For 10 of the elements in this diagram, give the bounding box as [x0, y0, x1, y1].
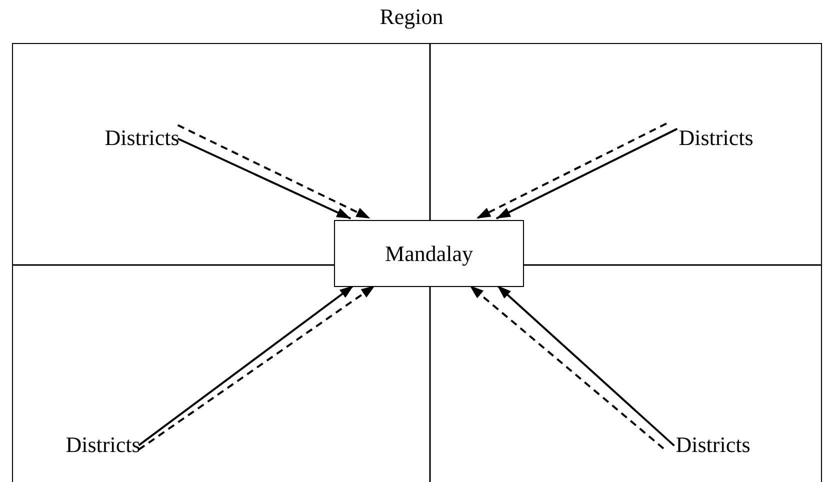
arrow [176, 137, 351, 219]
arrow [176, 124, 370, 219]
district-label: Districts [104, 125, 180, 151]
district-label: Districts [66, 432, 140, 458]
arrow [495, 127, 678, 219]
arrow [476, 122, 666, 219]
district-label: Districts [676, 432, 750, 458]
district-label: Districts [678, 125, 754, 151]
region-heading: Region [378, 4, 444, 30]
city-box: Mandalay [334, 220, 524, 287]
